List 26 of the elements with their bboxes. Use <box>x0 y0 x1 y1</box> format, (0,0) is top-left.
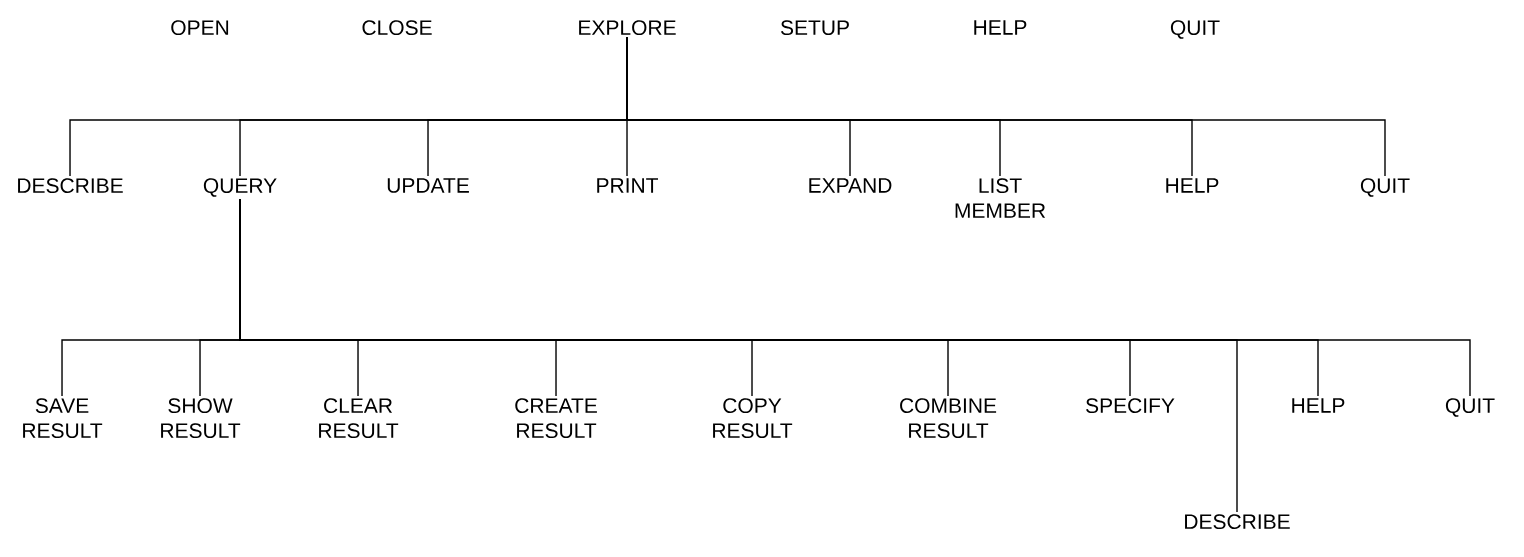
menu-item: SHOW RESULT <box>161 398 241 439</box>
menu-item: HELP <box>1166 178 1219 193</box>
menu-item: QUIT <box>1170 20 1220 39</box>
menu-item: EXPAND <box>809 178 892 193</box>
menu-item: DESCRIBE <box>18 178 123 194</box>
tree-connector <box>626 36 1386 177</box>
menu-item: CLEAR RESULT <box>319 398 399 439</box>
menu-item: UPDATE <box>387 178 469 193</box>
menu-item: SPECIFY <box>1086 398 1175 414</box>
menu-item: QUIT <box>1360 178 1410 197</box>
menu-item: COPY RESULT <box>713 398 793 439</box>
menu-item: HELP <box>974 20 1027 35</box>
menu-item: CLOSE <box>362 20 432 36</box>
menu-item: SAVE RESULT <box>23 398 103 439</box>
menu-item: CREATE RESULT <box>515 398 597 439</box>
menu-item: OPEN <box>171 20 229 36</box>
menu-item: QUERY <box>203 178 277 197</box>
menu-item: LIST MEMBER <box>955 178 1046 218</box>
menu-item: PRINT <box>597 178 658 193</box>
menu-item: DESCRIBE <box>1185 514 1290 530</box>
menu-item: SETUP <box>780 20 849 36</box>
menu-item: HELP <box>1292 398 1345 413</box>
tree-connector <box>239 198 1238 513</box>
menu-item: COMBINE RESULT <box>900 398 997 439</box>
menu-item: EXPLORE <box>579 20 676 36</box>
menu-item: QUIT <box>1445 398 1495 417</box>
